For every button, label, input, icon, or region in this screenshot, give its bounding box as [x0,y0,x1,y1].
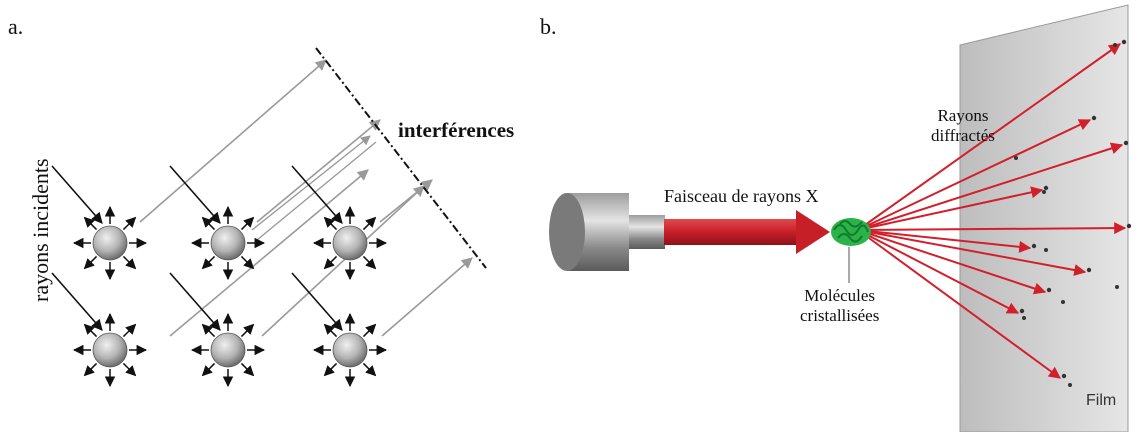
beam-label: Faisceau de rayons X [664,186,819,206]
atom-sphere [210,225,246,261]
crystal-molecule [831,218,871,246]
radial-scatter-arrow [323,216,338,231]
film-label: Film [1086,392,1117,409]
radial-scatter-arrow [362,255,377,270]
diffracted-ray-arrow [857,222,1127,235]
diffracted-ray-arrow [857,229,1032,253]
radial-scatter-arrow [201,216,216,231]
molecule-label-line1: Molécules [804,286,876,305]
film-spot [1061,300,1065,304]
scattered-ray [381,257,473,337]
film-spot [1046,287,1052,293]
incident-ray-arrow [169,272,221,331]
film-spot [1042,190,1046,194]
radial-scatter-arrow [362,323,377,338]
diffracted-ray-arrow [857,229,1020,314]
atom-sphere [332,332,368,368]
radial-scatter-arrow [83,362,98,377]
molecule-label-line2: cristallisées [800,306,880,325]
film-spot [1121,39,1127,45]
incident-ray-arrow [169,165,221,224]
diffracted-rays-label-line2: diffractés [931,126,995,145]
radial-scatter-arrow [323,362,338,377]
film-spot [1022,316,1026,320]
radial-scatter-arrow [122,255,137,270]
radial-scatter-arrow [122,216,137,231]
radial-scatter-arrow [83,255,98,270]
atom-sphere [332,225,368,261]
radial-scatter-arrow [240,255,255,270]
scattered-ray [256,141,377,241]
diffracted-rays-label-line1: Rayons [937,106,989,125]
film-plate [959,4,1129,432]
diffracted-ray-arrow [857,229,1047,295]
radial-scatter-arrow [362,216,377,231]
xray-source-face [549,193,585,271]
film-spot [1043,185,1049,191]
diffracted-ray-arrow [857,142,1124,231]
radial-scatter-arrow [83,323,98,338]
incident-rays-label: rayons incidents [28,158,53,302]
film-spot [1061,373,1067,379]
scattered-ray [139,59,327,223]
panel-b-diffraction-setup [549,4,1132,432]
panel-b-label: b. [540,14,557,39]
radial-scatter-arrow [323,255,338,270]
incident-ray-arrow [51,165,103,224]
incident-ray-arrow [51,272,103,331]
xray-beam-shaft [664,219,798,245]
diffracted-ray-arrow [857,119,1092,231]
radial-scatter-arrow [323,323,338,338]
scattered-ray [261,185,425,337]
scattered-ray [251,135,371,231]
scattered-ray [256,119,381,223]
panel-a-label: a. [8,14,24,39]
radial-scatter-arrow [240,216,255,231]
radial-scatter-arrow [201,255,216,270]
diffracted-ray-arrow [857,186,1044,231]
diffracted-rays [857,39,1132,387]
film-spot [1068,383,1072,387]
incident-ray-arrow [291,165,343,224]
film-spot [1044,248,1048,252]
radial-scatter-arrow [122,323,137,338]
film-spot [1123,140,1129,146]
radial-scatter-arrow [83,216,98,231]
film-spot [1113,43,1117,47]
radial-scatter-arrow [240,323,255,338]
radial-scatter-arrow [362,362,377,377]
diffracted-rays-label: Rayons diffractés [931,106,995,146]
diffracted-ray-arrow [857,229,1061,379]
film-spot [1126,223,1132,229]
film-spot [1115,285,1119,289]
panel-a-lattice-scattering [51,47,487,388]
film-spot [1019,308,1025,314]
film-spot [1031,243,1037,249]
atom-sphere [92,225,128,261]
film-spot [1014,156,1018,160]
scattered-ray [379,179,433,223]
atom-sphere [210,332,246,368]
xray-beam-head [796,210,830,254]
scattered-ray [169,169,369,337]
xray-source-nozzle [625,215,665,249]
interference-front-line [315,47,487,269]
film-spot [1091,115,1097,121]
diffracted-ray-arrow [857,43,1121,231]
interference-label: interférences [398,118,515,142]
incident-ray-arrow [291,272,343,331]
radial-scatter-arrow [201,362,216,377]
film-spot [1086,267,1092,273]
radial-scatter-arrow [201,323,216,338]
molecule-label: Molécules cristallisées [800,286,879,326]
radial-scatter-arrow [240,362,255,377]
atom-sphere [92,332,128,368]
diffracted-ray-arrow [857,229,1087,276]
radial-scatter-arrow [122,362,137,377]
